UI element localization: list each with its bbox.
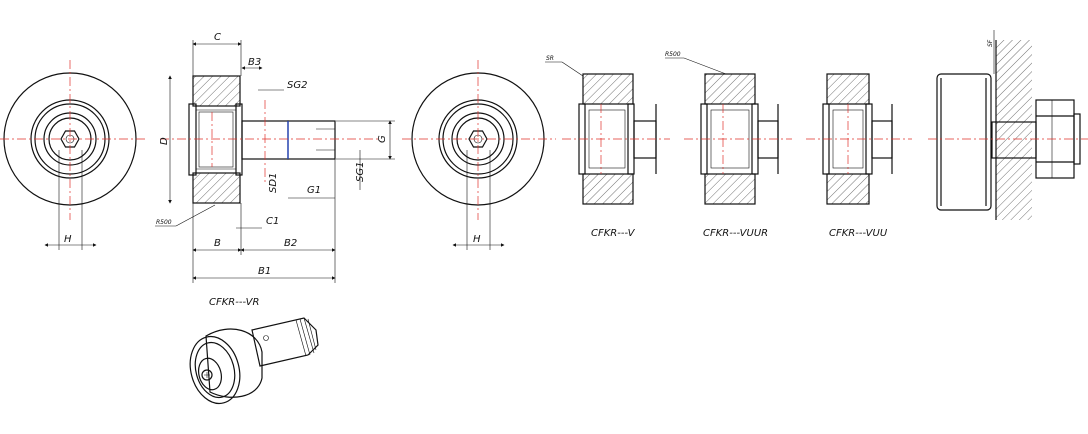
callout-r500-vuur: R500	[665, 51, 681, 58]
caption-vuur: CFKR---VUUR	[703, 228, 768, 239]
variant-vuur: R500 CFKR---VUUR	[665, 51, 792, 239]
ring-bottom	[582, 173, 634, 205]
mounted-view: SF	[928, 30, 1088, 220]
outer-ring-top	[192, 75, 241, 107]
callout-sf: SF	[987, 39, 994, 47]
dim-g1: G1	[307, 185, 321, 196]
caption-vr: CFKR---VR	[209, 297, 259, 308]
front-view-left: H	[0, 60, 148, 250]
hex-socket-icon	[60, 130, 80, 148]
caption-vuu: CFKR---VUU	[829, 228, 888, 239]
front-view-middle: H	[402, 60, 556, 250]
housing-wall	[996, 40, 1032, 220]
ring-bottom	[704, 173, 756, 205]
outer-ring-bottom	[192, 172, 241, 204]
dim-c: C	[214, 32, 221, 43]
dim-b2: B2	[284, 238, 297, 249]
dim-sg2: SG2	[287, 80, 307, 91]
ring-top	[826, 73, 870, 105]
callout-r500: R500	[156, 219, 172, 226]
variant-vuu: CFKR---VUU	[806, 73, 912, 239]
variant-v: SR CFKR---V	[545, 55, 670, 239]
dim-b1: B1	[258, 266, 271, 277]
ring-bottom	[826, 173, 870, 205]
ring-top	[582, 73, 634, 105]
callout-sr: SR	[546, 55, 554, 62]
caption-v: CFKR---V	[591, 228, 636, 239]
dim-b3: B3	[248, 57, 261, 68]
ring-top	[704, 73, 756, 105]
dim-h-left: H	[64, 234, 72, 245]
section-view: C B3 SG2 D G SG1 SD1 G1 C1 B B2 B1 R500	[155, 32, 395, 283]
dim-sd1: SD1	[268, 173, 279, 193]
hex-socket-icon	[468, 130, 488, 148]
dim-h-middle: H	[473, 234, 481, 245]
dim-b: B	[214, 238, 221, 249]
dim-g: G	[377, 135, 388, 143]
iso-view: CFKR---VR	[189, 297, 319, 405]
dim-sg1: SG1	[355, 162, 366, 182]
dim-c1: C1	[266, 216, 279, 227]
dim-d: D	[159, 137, 170, 145]
